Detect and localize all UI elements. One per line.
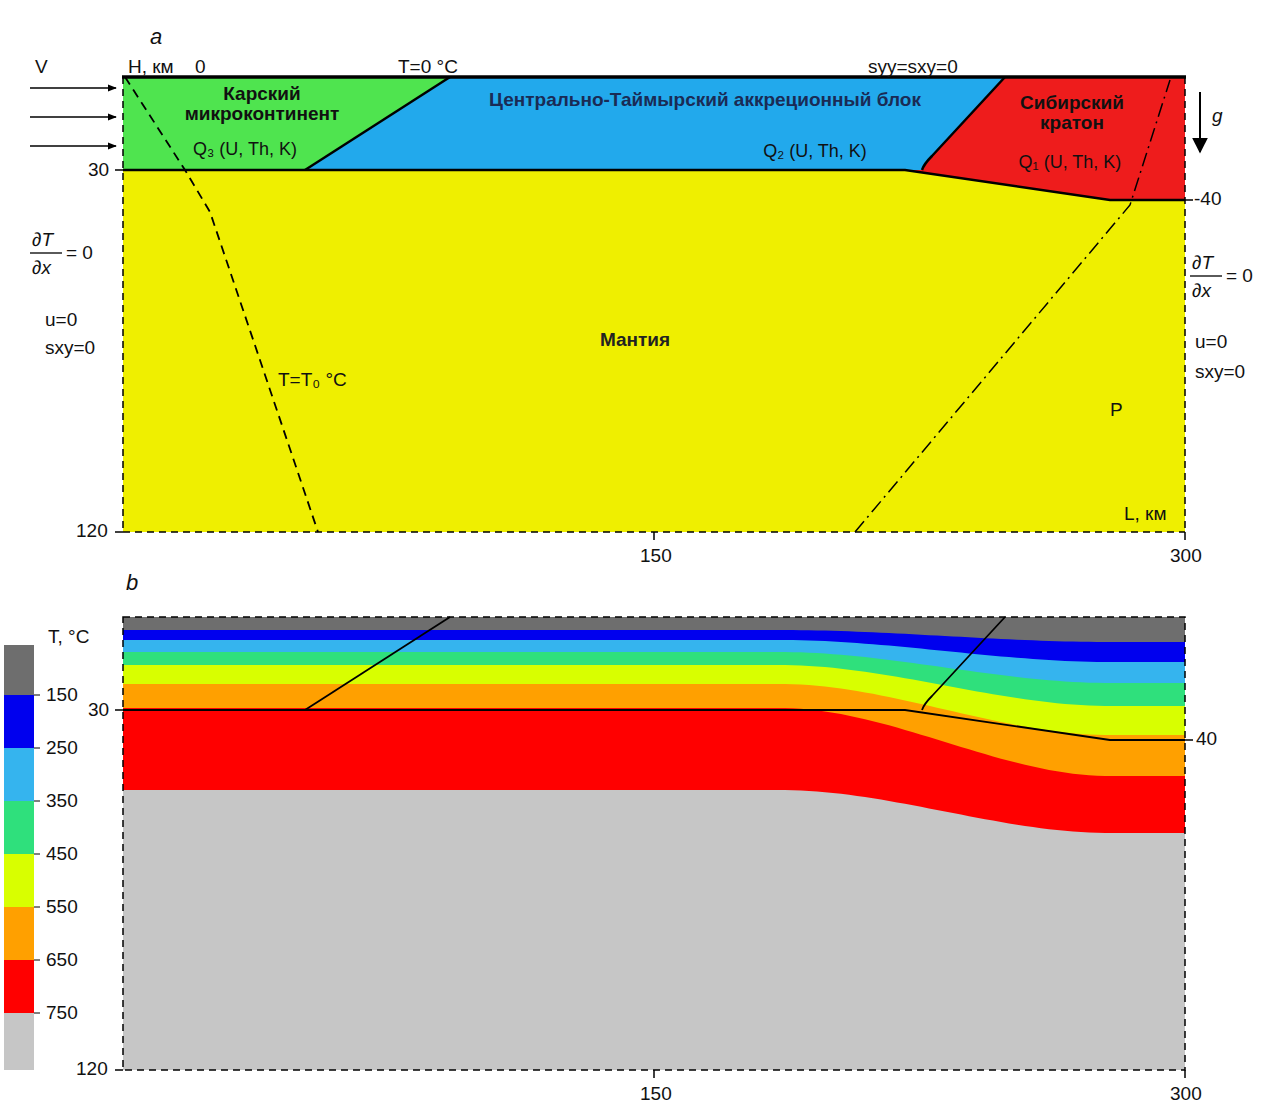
colorbar-swatch (4, 695, 34, 748)
model-region: Мантия (123, 170, 1185, 532)
temperature-field (123, 617, 1185, 1070)
region-name: Мантия (600, 330, 670, 350)
axis-label: u=0 (1195, 332, 1227, 352)
region-name: Сибирский кратон (997, 93, 1147, 133)
axis-label: 120 (76, 521, 108, 541)
heat-source-label: Q₃ (U, Th, K) (193, 140, 297, 159)
axis-label: T=T₀ °C (278, 370, 347, 390)
region-shape (123, 170, 1185, 532)
axis-label: sxy=0 (1195, 362, 1245, 382)
axis-label: a (150, 25, 162, 48)
axis-label: 30 (88, 700, 109, 720)
axis-label: ∂x (1192, 281, 1211, 301)
heat-source-label: Q₁ (U, Th, K) (1019, 153, 1122, 172)
axis-label: 120 (76, 1059, 108, 1079)
colorbar-swatch (4, 645, 34, 695)
axis-label: 0 (195, 57, 206, 77)
fraction-bar (1190, 275, 1222, 276)
axis-label: 150 (640, 1084, 672, 1104)
axis-label: syy=sxy=0 (868, 57, 958, 77)
axis-label: 30 (88, 160, 109, 180)
axis-label: T, °C (48, 627, 89, 647)
axis-label: u=0 (45, 310, 77, 330)
axis-label: 300 (1170, 546, 1202, 566)
axis-label: P (1110, 400, 1123, 420)
colorbar-swatch (4, 1013, 34, 1070)
axis-label: sxy=0 (45, 338, 95, 358)
axis-label: H, км (128, 57, 174, 77)
colorbar-value: 350 (46, 791, 78, 811)
region-name: Центрально-Таймырский аккреционный блок (489, 90, 921, 110)
colorbar-swatch (4, 960, 34, 1013)
panel-b-lines (115, 617, 1193, 1078)
colorbar-value: 650 (46, 950, 78, 970)
axis-label: b (126, 571, 138, 594)
region-name: Карский микроконтинент (162, 84, 362, 124)
heat-source-label: Q₂ (U, Th, K) (763, 142, 867, 161)
colorbar-value: 250 (46, 738, 78, 758)
colorbar-value: 450 (46, 844, 78, 864)
velocity-arrows (30, 88, 116, 146)
fraction-bar (30, 252, 62, 253)
colorbar-value: 550 (46, 897, 78, 917)
model-region: Центрально-Таймырский аккреционный блокQ… (305, 77, 1005, 170)
panel-a-lines (115, 77, 1193, 540)
axis-label: = 0 (1226, 266, 1253, 286)
axis-label: L, км (1124, 504, 1167, 524)
colorbar-swatch (4, 801, 34, 854)
colorbar-swatch (4, 748, 34, 801)
axis-label: ∂x (32, 258, 51, 278)
axis-label: V (35, 57, 48, 77)
axis-label: 300 (1170, 1084, 1202, 1104)
colorbar-swatch (4, 854, 34, 907)
axis-label: T=0 °C (398, 57, 458, 77)
colorbar-swatch (4, 907, 34, 960)
axis-label: ∂T (32, 230, 53, 250)
axis-label: 40 (1196, 729, 1217, 749)
colorbar-value: 150 (46, 685, 78, 705)
colorbar-value: 750 (46, 1003, 78, 1023)
axis-label: = 0 (66, 243, 93, 263)
axis-label: ∂T (1192, 253, 1213, 273)
colorbar-ticks (34, 695, 40, 1013)
axis-label: 150 (640, 546, 672, 566)
gravity-arrow (1199, 92, 1201, 152)
axis-label: -40 (1194, 189, 1221, 209)
axis-label: g (1212, 106, 1223, 126)
